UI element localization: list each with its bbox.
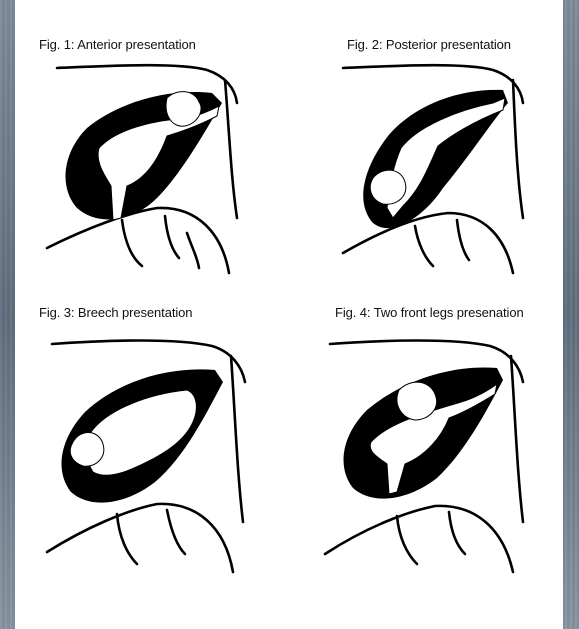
- figure-1-anterior-diagram: [47, 58, 257, 278]
- figure-3-caption: Fig. 3: Breech presentation: [39, 305, 192, 320]
- figure-3-breech-diagram: [47, 332, 262, 577]
- figure-4-two-front-legs-diagram: [325, 332, 540, 577]
- figure-4-caption: Fig. 4: Two front legs presenation: [335, 305, 524, 320]
- illustration-panel: Fig. 1: Anterior presentation Fig. 2: Po…: [15, 0, 563, 629]
- figure-1-caption: Fig. 1: Anterior presentation: [39, 37, 196, 52]
- figure-2-caption: Fig. 2: Posterior presentation: [347, 37, 511, 52]
- figure-2-posterior-diagram: [333, 58, 543, 278]
